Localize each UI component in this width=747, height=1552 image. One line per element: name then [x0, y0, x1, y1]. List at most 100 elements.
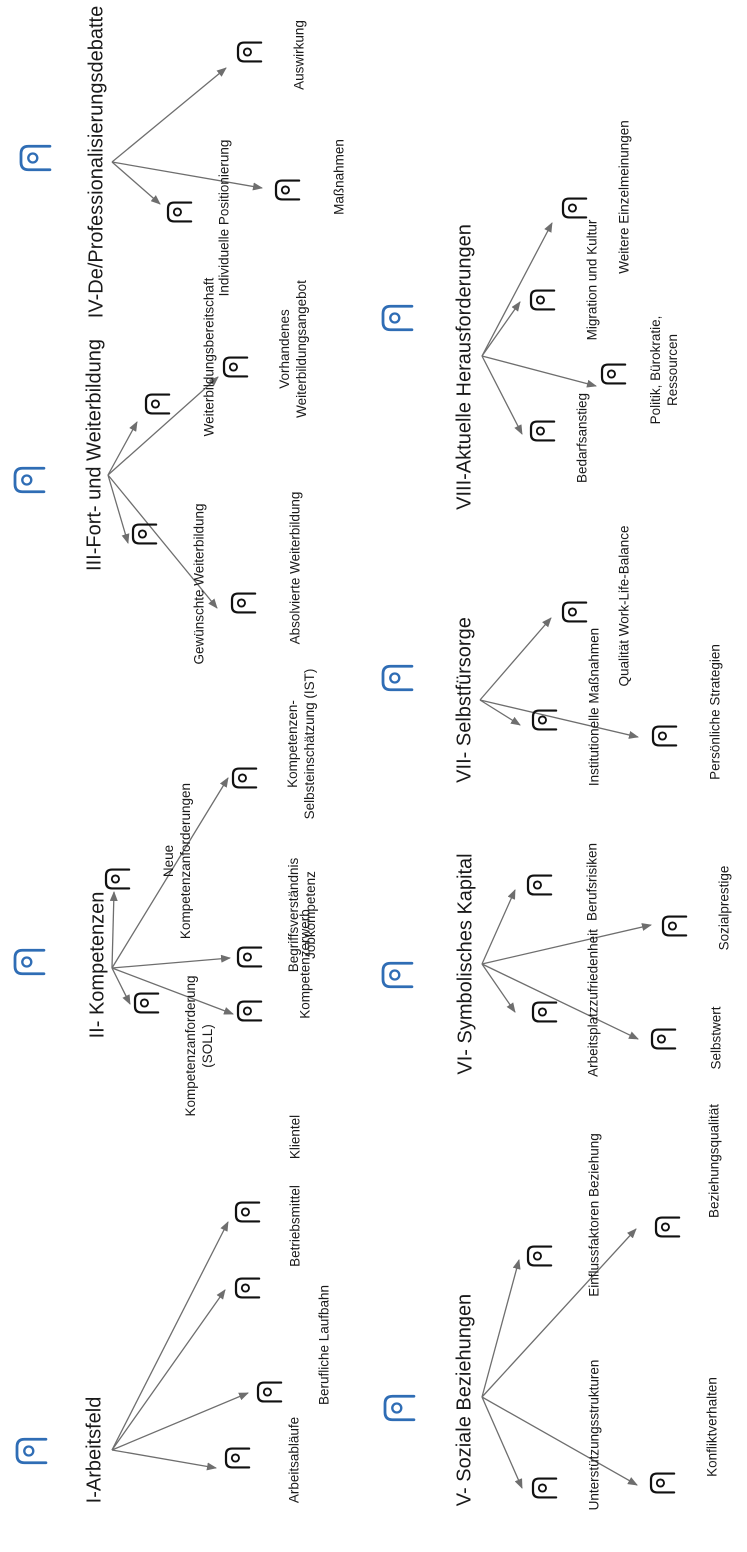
category-1-item-4-label-line: Klientel — [288, 1115, 303, 1159]
category-1-item-2-arrow — [111, 1392, 249, 1451]
category-8-item-1-label-line: Bedarfsanstieg — [575, 393, 590, 483]
category-7-item-1-label-line: Institutionelle Maßnahmen — [587, 628, 602, 786]
category-5-item-1-icon — [531, 1477, 558, 1499]
category-2-item-5-label: Kompetenzen-Selbsteinschätzung (IST) — [285, 669, 317, 820]
category-6-item-4-label: Sozialprestige — [717, 866, 732, 951]
category-2-main-icon — [13, 948, 46, 976]
category-4-item-1-label: Individuelle Positionierung — [217, 140, 232, 297]
icons-layer — [13, 41, 688, 1499]
category-3-item-1-arrow — [107, 474, 130, 544]
category-3-item-2-icon — [230, 592, 257, 614]
category-1-item-2-label: Berufliche Laufbahn — [317, 1285, 332, 1405]
category-3-item-1-label-line: Gewünschte Weiterbildung — [192, 503, 207, 664]
category-7-item-3-label: Qualität Work-Life-Balance — [617, 525, 632, 686]
category-2-item-3-arrow — [111, 954, 231, 969]
category-6-item-1-label-line: Arbeitsplatzzufriedenheit — [586, 929, 601, 1077]
category-6-item-2-label: Selbstwert — [709, 1006, 724, 1069]
category-5-item-1-arrow — [481, 1396, 523, 1489]
category-6-item-3-label-line: Berufsrisiken — [585, 843, 600, 921]
category-2-item-5-arrow — [111, 777, 229, 969]
category-5-item-3-icon — [526, 1245, 553, 1267]
labels-layer: I-Arbeitsfeld Arbeitsabläufe Berufliche La… — [83, 6, 731, 1511]
category-7-title: VII- Selbstfürsorge — [453, 617, 475, 783]
category-2-item-3-icon — [236, 946, 263, 968]
category-4-item-2-label: Maßnahmen — [332, 139, 347, 215]
category-8-item-2-label-line: Ressourcen — [665, 334, 680, 406]
category-6-item-3-label: Berufsrisiken — [585, 843, 600, 921]
category-4-item-2-arrow — [111, 161, 263, 191]
category-1-title-line: I-Arbeitsfeld — [83, 1397, 105, 1504]
category-8-item-2-label: Politik, Bürokratie,Ressourcen — [648, 316, 680, 425]
category-8-item-3-label: Migration und Kultur — [585, 219, 600, 340]
category-2-item-5-label-line: Selbsteinschätzung (IST) — [302, 669, 317, 820]
category-5-item-1-label: Unterstützungsstrukturen — [587, 1360, 602, 1511]
category-5-item-2-icon — [649, 1472, 676, 1494]
category-2-item-1-label-line: Kompetenzanforderung — [183, 975, 198, 1116]
category-1-item-3-label: Betriebsmittel — [288, 1185, 303, 1267]
category-3-item-3-icon — [144, 393, 171, 415]
category-3-title: III-Fort- und Weiterbildung — [83, 339, 105, 571]
category-8-title: VIII-Aktuelle Herausforderungen — [453, 224, 475, 510]
category-2-item-2-label-line: Kompetenzerwerb — [298, 909, 313, 1019]
category-1-item-1-icon — [224, 1447, 251, 1469]
category-8-item-2-icon — [600, 363, 627, 385]
category-8-item-4-label-line: Weitere Einzelmeinungen — [617, 120, 632, 274]
category-2-item-4-icon — [104, 868, 131, 890]
category-1-item-1-arrow — [111, 1449, 217, 1471]
category-4-main-icon — [19, 144, 52, 172]
category-3-item-1-label: Gewünschte Weiterbildung — [192, 503, 207, 664]
category-2-item-2-arrow — [111, 967, 234, 1015]
category-8-item-3-label-line: Migration und Kultur — [585, 219, 600, 340]
category-4-title: IV-De/Professionalisierungsdebatte — [85, 6, 107, 318]
category-6-item-2-arrow — [481, 963, 639, 1040]
category-1-item-1-label-line: Arbeitsabläufe — [287, 1417, 302, 1503]
category-5-item-4-icon — [654, 1216, 681, 1238]
category-5-item-3-label-line: Einflussfaktoren Beziehung — [587, 1133, 602, 1297]
category-2-item-4-label-line: Kompetenzanforderungen — [178, 783, 193, 939]
category-1-main-icon — [15, 1437, 48, 1465]
category-3-item-3-label: Weiterbildungsbereitschaft — [202, 277, 217, 436]
category-1-item-4-icon — [234, 1201, 261, 1223]
category-4-item-3-arrow — [111, 67, 227, 163]
category-6-item-2-icon — [650, 1028, 677, 1050]
category-2-item-1-label: Kompetenzanforderung(SOLL) — [183, 975, 215, 1116]
category-5-item-4-label-line: Beziehungsqualität — [707, 1104, 722, 1218]
category-1-item-3-arrow — [111, 1289, 226, 1451]
category-2-title: II- Kompetenzen — [86, 892, 108, 1039]
category-3-item-3-arrow — [107, 421, 138, 476]
category-1-item-4-arrow — [111, 1221, 229, 1451]
category-2-item-4-arrow — [109, 891, 118, 969]
category-2-item-1-icon — [133, 992, 160, 1014]
category-2-item-1-label-line: (SOLL) — [200, 1024, 215, 1068]
category-5-item-3-label: Einflussfaktoren Beziehung — [587, 1133, 602, 1297]
category-7-item-3-label-line: Qualität Work-Life-Balance — [617, 525, 632, 686]
category-7-item-3-icon — [561, 601, 588, 623]
arrows-layer — [107, 67, 652, 1489]
category-2-item-1-arrow — [111, 967, 131, 1005]
category-3-item-3-label-line: Weiterbildungsbereitschaft — [202, 277, 217, 436]
category-4-item-2-icon — [274, 179, 301, 201]
category-5-title: V- Soziale Beziehungen — [453, 1294, 475, 1506]
category-2-title-line: II- Kompetenzen — [86, 892, 108, 1039]
category-7-item-2-label-line: Persönliche Strategien — [708, 644, 723, 780]
category-5-item-2-label-line: Konfliktverhalten — [705, 1377, 720, 1477]
category-5-title-line: V- Soziale Beziehungen — [453, 1294, 475, 1506]
category-3-item-2-arrow — [107, 474, 218, 609]
category-5-main-icon — [383, 1394, 416, 1422]
category-3-item-2-label: Absolvierte Weiterbildung — [288, 492, 303, 645]
category-2-item-3-label-line: Jobkompetenz — [303, 871, 318, 959]
category-2-item-5-label-line: Kompetenzen- — [285, 700, 300, 788]
category-1-item-3-label-line: Betriebsmittel — [288, 1185, 303, 1267]
category-7-item-1-label: Institutionelle Maßnahmen — [587, 628, 602, 786]
category-6-item-2-label-line: Selbstwert — [709, 1006, 724, 1069]
category-5-item-2-arrow — [481, 1396, 638, 1486]
category-4-item-3-label-line: Auswirkung — [292, 20, 307, 90]
category-6-item-1-icon — [531, 1001, 558, 1023]
category-8-item-3-icon — [529, 289, 556, 311]
category-7-item-3-arrow — [479, 617, 552, 701]
category-7-main-icon — [381, 664, 414, 692]
category-6-item-3-icon — [526, 874, 553, 896]
category-6-item-4-label-line: Sozialprestige — [717, 866, 732, 951]
category-6-item-1-label: Arbeitsplatzzufriedenheit — [586, 929, 601, 1077]
